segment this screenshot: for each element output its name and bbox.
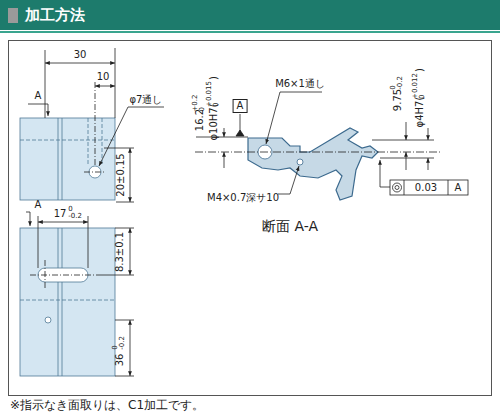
dimension-label: ) — [209, 76, 219, 80]
dimension-label: 20±0.15 — [116, 153, 126, 196]
tolerance: 0 -0.2 — [68, 206, 82, 221]
tolerance: +0.015 0 — [206, 81, 221, 107]
dimension-label: A — [35, 200, 42, 210]
dimension-label: A — [35, 91, 42, 101]
dimension-label: M6×1通し — [275, 79, 325, 89]
dimension-label: φ7通し — [130, 95, 163, 105]
dimension-label: φ4H7( — [415, 97, 425, 128]
left-top-view — [20, 48, 164, 202]
dimension-label: A — [455, 183, 462, 193]
header-mark — [8, 8, 18, 23]
tolerance: 0 -0.2 — [112, 336, 127, 350]
tolerance: +0.012 0 — [412, 73, 427, 99]
note-caption: ※指示なき面取りは、C1加工です。 — [10, 399, 204, 411]
dimension-label: A — [233, 99, 248, 113]
dimension-label: M4×0.7深サ10 — [207, 193, 279, 203]
left-bottom-view — [20, 212, 134, 376]
dimension-label: φ10H7( — [209, 103, 219, 140]
dimension-label: 36 — [115, 354, 125, 367]
dimension-label: 9.75 — [393, 89, 403, 111]
dimension-label: ) — [415, 68, 425, 72]
header-rule — [0, 31, 500, 33]
tolerance: 0 -0.2 — [390, 76, 405, 90]
dimension-label: 断面 A-A — [262, 219, 318, 233]
section-title: 加工方法 — [25, 8, 85, 23]
dimension-label: 8.3±0.1 — [115, 232, 125, 272]
panel — [9, 41, 492, 396]
dimension-label: 30 — [74, 50, 87, 60]
dimension-label: 17 — [54, 209, 67, 219]
dimension-label: 0.03 — [415, 183, 437, 193]
dimension-label: 10 — [97, 72, 110, 82]
section-view — [195, 92, 468, 200]
dimension-label: 16.2 — [195, 109, 205, 131]
tolerance: +0.2 0 — [192, 95, 207, 112]
header-bar — [0, 0, 500, 30]
